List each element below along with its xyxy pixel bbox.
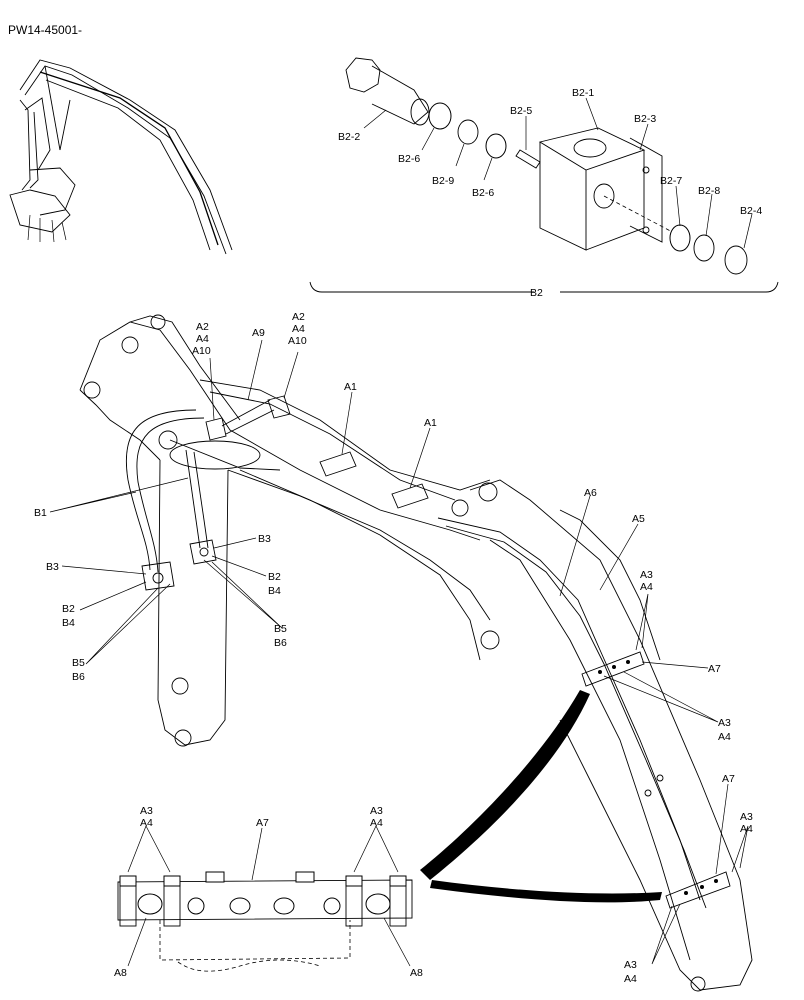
label-b5-right: B5 <box>274 623 287 635</box>
main-labels: A2 A4 A10 A9 A2 A4 A10 A1 A1 B1 B3 B2 B4… <box>34 311 753 985</box>
label-a10-right: A10 <box>288 335 307 347</box>
label-b2-4: B2-4 <box>740 205 762 217</box>
label-a6: A6 <box>584 487 597 499</box>
label-b2: B2 <box>530 287 543 299</box>
label-a4-mid: A4 <box>718 731 731 743</box>
detail-label-a8-left: A8 <box>114 967 127 979</box>
label-a3-mid: A3 <box>718 717 731 729</box>
detail-label-a7: A7 <box>256 817 269 829</box>
label-b2-7: B2-7 <box>660 175 682 187</box>
label-b2-right: B2 <box>268 571 281 583</box>
label-a3-upper: A3 <box>640 569 653 581</box>
detail-label-a3-right: A3 <box>370 805 383 817</box>
label-b4-left: B4 <box>62 617 75 629</box>
label-a4-left: A4 <box>196 333 209 345</box>
boom-arm-assembly <box>49 314 753 992</box>
clamp-detail-view: A3 A4 A7 A3 A4 A8 A8 <box>114 805 423 979</box>
label-a4-lower: A4 <box>740 823 753 835</box>
label-a7-lower: A7 <box>722 773 735 785</box>
detail-label-a3-left: A3 <box>140 805 153 817</box>
detail-label-a4-right: A4 <box>370 817 383 829</box>
label-b2-9: B2-9 <box>432 175 454 187</box>
label-b5-left: B5 <box>72 657 85 669</box>
label-b2-1: B2-1 <box>572 87 594 99</box>
detail-pipes <box>137 893 391 915</box>
label-b2-left: B2 <box>62 603 75 615</box>
label-b4-right: B4 <box>268 585 281 597</box>
label-a10-left: A10 <box>192 345 211 357</box>
detail-label-a8-right: A8 <box>410 967 423 979</box>
detail-label-a4-left: A4 <box>140 817 153 829</box>
label-b2-6b: B2-6 <box>472 187 494 199</box>
label-b3-right: B3 <box>258 533 271 545</box>
label-b2-2: B2-2 <box>338 131 360 143</box>
label-b2-6a: B2-6 <box>398 153 420 165</box>
label-b3-left: B3 <box>46 561 59 573</box>
label-b1: B1 <box>34 507 47 519</box>
label-b2-5: B2-5 <box>510 105 532 117</box>
drawing-number: PW14-45001- <box>8 23 82 37</box>
label-b2-8: B2-8 <box>698 185 720 197</box>
label-a4-upper: A4 <box>640 581 653 593</box>
overview-thumbnail <box>9 59 233 255</box>
label-a1-left: A1 <box>344 381 357 393</box>
label-a1-right: A1 <box>424 417 437 429</box>
label-a4-bottom: A4 <box>624 973 637 985</box>
label-a3-bottom: A3 <box>624 959 637 971</box>
label-b6-left: B6 <box>72 671 85 683</box>
detail-bolts <box>119 871 407 927</box>
label-b2-3: B2-3 <box>634 113 656 125</box>
label-a7-upper: A7 <box>708 663 721 675</box>
label-a9: A9 <box>252 327 265 339</box>
label-a5: A5 <box>632 513 645 525</box>
label-a2-left: A2 <box>196 321 209 333</box>
label-a4-right: A4 <box>292 323 305 335</box>
label-a2-right: A2 <box>292 311 305 323</box>
label-a3-lower: A3 <box>740 811 753 823</box>
label-b6-right: B6 <box>274 637 287 649</box>
b2-exploded-view: B2 B2-1 B2-2 B2-3 B2-4 B2-5 B2-6 B2-6 B2… <box>309 57 779 299</box>
